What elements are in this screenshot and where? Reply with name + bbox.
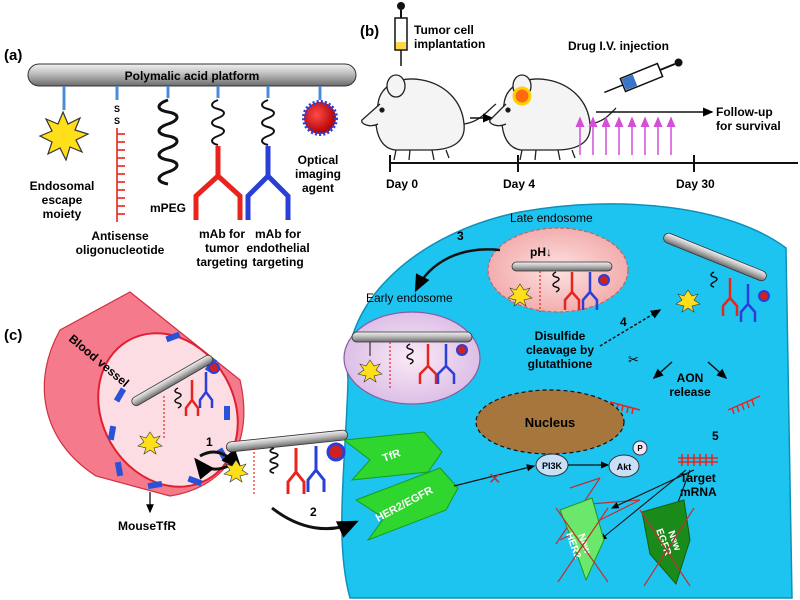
released-conjugate xyxy=(663,232,770,322)
mpeg-label: mPEG xyxy=(150,201,186,215)
tumor-impl-label-1: Tumor cell xyxy=(414,23,474,37)
panel-c: (c) Early endosome Late endosome pH↓ 3 xyxy=(4,203,793,599)
scissors-icon: ✂ xyxy=(628,352,639,367)
disulfide-s2: S xyxy=(114,116,120,126)
antisense-label-2: oligonucleotide xyxy=(76,243,165,257)
disulfide-label-3: glutathione xyxy=(528,357,593,371)
mpeg-coil-icon xyxy=(157,98,179,186)
optical-label-1: Optical xyxy=(298,153,339,167)
step2-arrow xyxy=(271,506,359,538)
block-x-icon: ✕ xyxy=(488,471,501,488)
panel-b: (b) Tumor cell implantation Drug I.V. in… xyxy=(360,2,798,191)
tumor-antibody-icon xyxy=(193,146,243,220)
polymalic-platform-rod xyxy=(27,63,357,87)
aon-strand-icon xyxy=(727,395,761,415)
endosomal-escape-star-icon xyxy=(38,110,90,162)
akt-node xyxy=(608,454,640,478)
tumor-impl-label-2: implantation xyxy=(414,37,485,51)
step-3-label: 3 xyxy=(457,229,464,243)
optical-label-3: agent xyxy=(302,181,334,195)
free-conjugate xyxy=(223,429,349,496)
late-endosome-label: Late endosome xyxy=(510,211,593,225)
antisense-label-1: Antisense xyxy=(91,229,149,243)
tfr-receptor xyxy=(342,431,443,481)
coil-linker-icon xyxy=(211,99,225,146)
drug-iv-label: Drug I.V. injection xyxy=(568,39,669,53)
new-egfr-receptor xyxy=(641,499,691,586)
mouse-icon xyxy=(361,74,497,161)
mab-endo-label-3: targeting xyxy=(252,255,303,269)
follow-label-1: Follow-up xyxy=(716,105,773,119)
platform-label: Polymalic acid platform xyxy=(125,69,260,83)
tumor-spot-icon xyxy=(512,86,532,106)
akt-label: Akt xyxy=(617,462,632,472)
disulfide-s1: S xyxy=(114,104,120,114)
aon-arrow-left xyxy=(652,361,673,379)
step-2-label: 2 xyxy=(310,505,317,519)
mab-tumor-label-1: mAb for xyxy=(199,227,245,241)
mab-tumor-label-3: targeting xyxy=(196,255,247,269)
step4-arrow xyxy=(599,309,662,347)
conjugate-in-vessel xyxy=(131,354,220,455)
her2-egfr-receptor xyxy=(354,467,459,542)
disulfide-label-1: Disulfide xyxy=(535,329,586,343)
day30-label: Day 30 xyxy=(676,177,715,191)
optical-imaging-dot-icon xyxy=(302,100,338,136)
endosomal-label-3: moiety xyxy=(43,207,82,221)
panel-a: (a) Polymalic acid platform Endosomal es… xyxy=(4,47,357,269)
panel-b-label: (b) xyxy=(360,23,379,40)
endosomal-label-2: escape xyxy=(42,193,83,207)
disulfide-label-2: cleavage by xyxy=(526,343,594,357)
day0-label: Day 0 xyxy=(386,177,418,191)
aon-arrow-right xyxy=(707,361,728,379)
mab-endo-label-2: endothelial xyxy=(246,241,309,255)
implant-syringe-icon xyxy=(394,2,408,66)
injection-arrows xyxy=(575,116,676,155)
cross-out xyxy=(557,507,609,583)
mab-endo-label-1: mAb for xyxy=(255,227,301,241)
mouse-tfr-label: MouseTfR xyxy=(118,519,176,533)
conjugate-in-late-endosome xyxy=(507,261,613,312)
tfr-label: TfR xyxy=(381,447,402,465)
optical-label-2: imaging xyxy=(295,167,341,181)
endosomal-label-1: Endosomal xyxy=(30,179,95,193)
iv-syringe-icon xyxy=(604,58,683,94)
panel-a-label: (a) xyxy=(4,47,22,64)
phospho-node xyxy=(632,440,648,456)
mouse-icon xyxy=(489,74,617,161)
follow-label-2: for survival xyxy=(716,119,781,133)
step-1-label: 1 xyxy=(206,435,213,449)
conjugate-in-early-endosome xyxy=(351,331,473,388)
early-endosome xyxy=(343,311,481,405)
antisense-strand-icon xyxy=(116,128,125,222)
cross-out xyxy=(555,507,609,583)
early-endosome-label: Early endosome xyxy=(366,291,453,305)
target-mrna-icon xyxy=(678,454,718,466)
coil-linker-icon xyxy=(261,99,275,146)
new-her2-receptor xyxy=(559,497,605,582)
target-mrna-label-2: mRNA xyxy=(680,485,717,499)
aon-label-2: release xyxy=(669,385,711,399)
step-4-label: 4 xyxy=(620,315,627,329)
ph-label: pH↓ xyxy=(530,245,552,259)
endothelial-antibody-icon xyxy=(245,146,291,220)
nucleus-label: Nucleus xyxy=(525,415,576,430)
p-label: P xyxy=(637,444,643,453)
pi3k-label: PI3K xyxy=(542,461,563,471)
target-mrna-label-1: Target xyxy=(680,471,716,485)
step-5-label: 5 xyxy=(712,429,719,443)
cross-out xyxy=(643,507,695,587)
aon-label-1: AON xyxy=(677,371,704,385)
step3-arrow xyxy=(414,248,501,293)
mab-tumor-label-2: tumor xyxy=(205,241,239,255)
panel-c-label: (c) xyxy=(4,327,22,344)
cross-out xyxy=(639,509,691,587)
signal-line xyxy=(453,464,536,487)
day4-label: Day 4 xyxy=(503,177,535,191)
